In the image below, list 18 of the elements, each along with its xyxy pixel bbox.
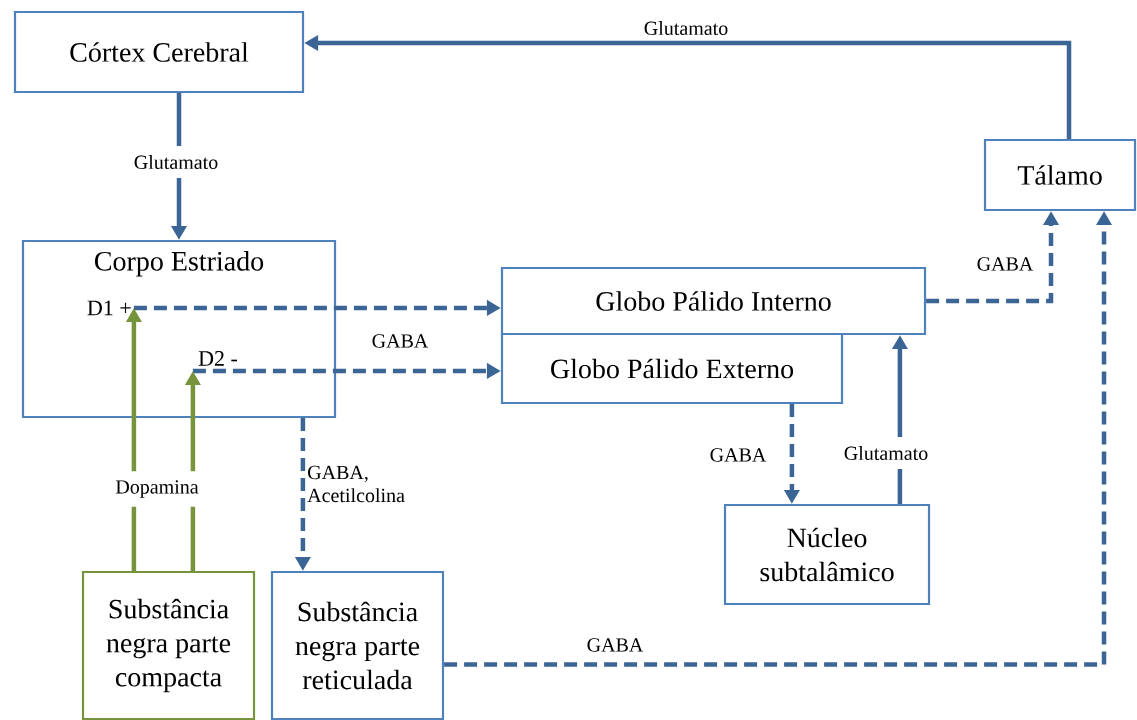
edge-label: Dopamina <box>112 471 202 507</box>
region-box: Substância negra parte reticulada <box>270 570 445 720</box>
region-box: Globo Pálido Interno <box>500 266 927 336</box>
region-box: Córtex Cerebral <box>13 10 305 94</box>
receptor-label: D2 - <box>198 351 238 366</box>
region-box: Substância negra parte compacta <box>81 570 256 720</box>
edge-label: Glutamato <box>840 436 932 470</box>
edge-label: GABA <box>977 257 1034 271</box>
edge-label: GABA <box>710 448 767 462</box>
edge-label: Glutamato <box>644 20 728 36</box>
region-box: Tálamo <box>983 138 1137 212</box>
edge-label: GABA, Acetilcolina <box>307 465 405 503</box>
region-box: Núcleo subtalâmico <box>723 503 931 606</box>
edge-label: GABA <box>372 334 429 348</box>
receptor-label: D1 + <box>87 300 131 316</box>
edge-label: GABA <box>587 638 644 652</box>
region-box: Globo Pálido Externo <box>500 332 844 405</box>
edge-label: Glutamato <box>130 145 222 179</box>
